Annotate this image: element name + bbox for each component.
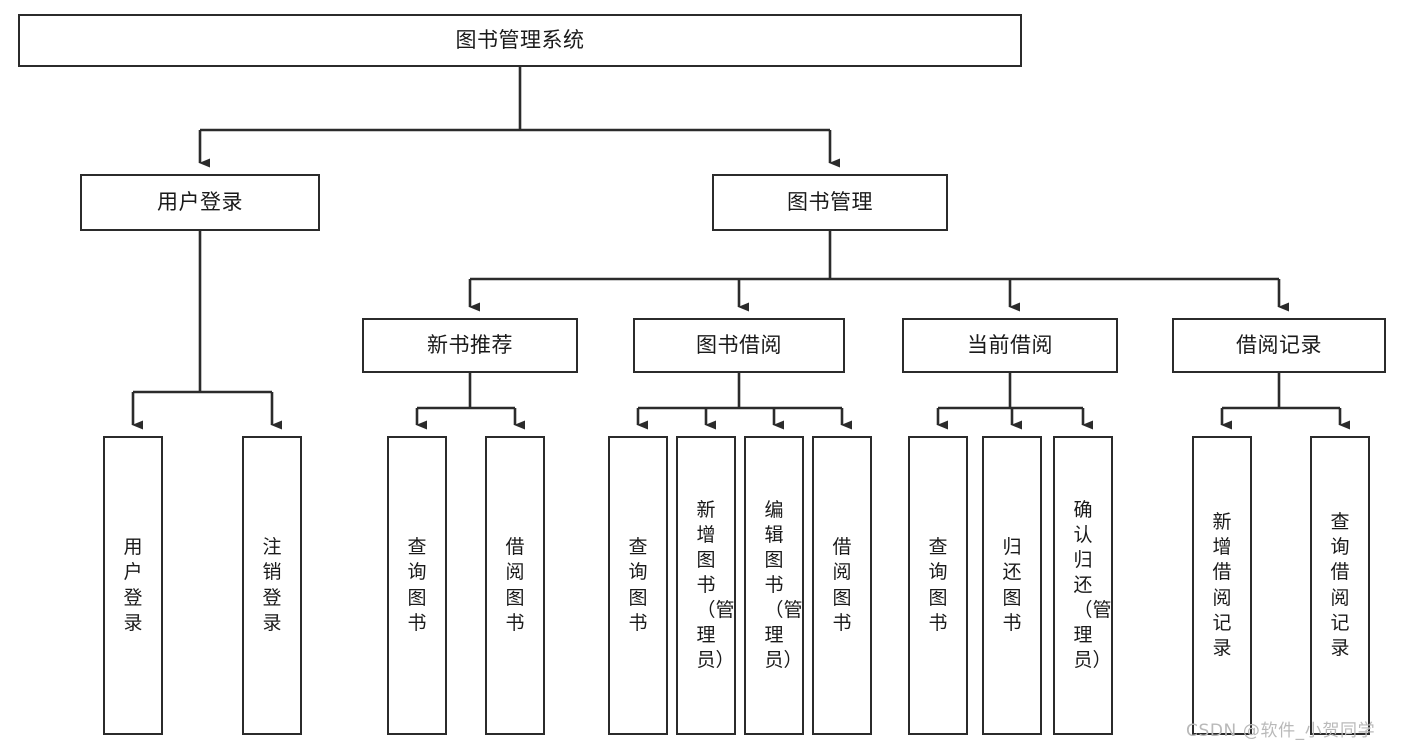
node-label: 当前借阅 [967,333,1053,358]
csdn-watermark: CSDN @软件_小贺同学 [1186,721,1376,741]
node-label: 确认归还（管理员） [1073,498,1112,672]
node-label: 图书管理 [787,190,873,215]
node-label: 新书推荐 [427,333,513,358]
node-label: 图书管理系统 [455,28,585,53]
node-current-borrow[interactable]: 当前借阅 [902,318,1118,373]
node-leaf-confirm-return[interactable]: 确认归还（管理员） [1053,436,1113,735]
node-label: 图书借阅 [696,333,782,358]
node-label: 查询图书 [407,536,427,634]
node-leaf-logout[interactable]: 注销登录 [242,436,302,735]
node-root-system[interactable]: 图书管理系统 [18,14,1022,67]
node-label: 用户登录 [157,190,243,215]
node-leaf-edit-book[interactable]: 编辑图书（管理员） [744,436,804,735]
node-label: 注销登录 [262,536,282,634]
node-borrow-record[interactable]: 借阅记录 [1172,318,1386,373]
node-user-login[interactable]: 用户登录 [80,174,320,231]
node-label: 借阅图书 [832,536,852,634]
node-label: 查询借阅记录 [1330,511,1350,659]
node-label: 查询图书 [628,536,648,634]
node-label: 查询图书 [928,536,948,634]
node-leaf-borrow-book[interactable]: 借阅图书 [812,436,872,735]
node-leaf-add-book[interactable]: 新增图书（管理员） [676,436,736,735]
node-label: 用户登录 [123,536,143,634]
node-label: 归还图书 [1002,536,1022,634]
node-new-book-recommend[interactable]: 新书推荐 [362,318,578,373]
node-leaf-return-book[interactable]: 归还图书 [982,436,1042,735]
node-book-manage[interactable]: 图书管理 [712,174,948,231]
node-leaf-user-login[interactable]: 用户登录 [103,436,163,735]
node-label: 新增借阅记录 [1212,511,1232,659]
node-leaf-query-book-rec[interactable]: 查询图书 [387,436,447,735]
node-book-borrow[interactable]: 图书借阅 [633,318,845,373]
node-label: 新增图书（管理员） [696,498,735,672]
node-leaf-borrow-book-rec[interactable]: 借阅图书 [485,436,545,735]
node-label: 借阅图书 [505,536,525,634]
node-label: 借阅记录 [1236,333,1322,358]
node-label: 编辑图书（管理员） [764,498,803,672]
node-leaf-query-book-cur[interactable]: 查询图书 [908,436,968,735]
node-leaf-query-record[interactable]: 查询借阅记录 [1310,436,1370,735]
node-leaf-add-record[interactable]: 新增借阅记录 [1192,436,1252,735]
node-leaf-query-book-bor[interactable]: 查询图书 [608,436,668,735]
